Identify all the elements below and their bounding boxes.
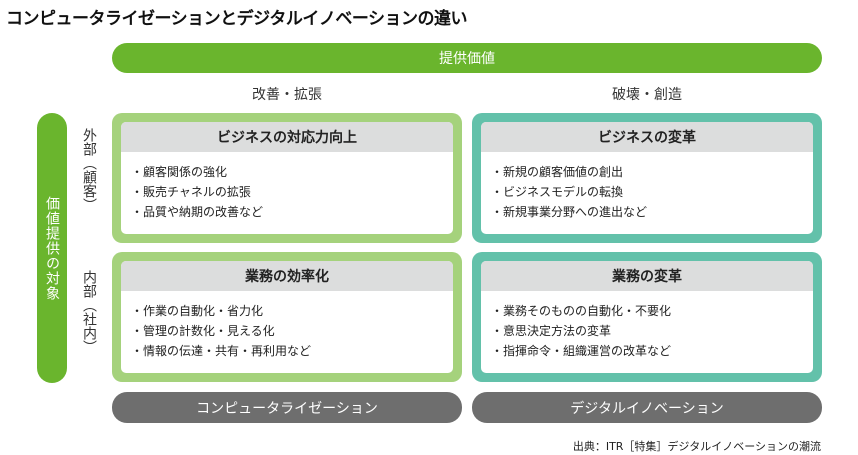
quadrant-items: ・作業の自動化・省力化 ・管理の計数化・見える化 ・情報の伝達・共有・再利用など <box>121 291 453 361</box>
quadrant-heading: 業務の変革 <box>481 261 813 291</box>
list-item: ・新規の顧客価値の創出 <box>491 165 624 179</box>
quadrant-items: ・業務そのものの自動化・不要化 ・意思決定方法の変革 ・指揮命令・組織運営の改革… <box>481 291 813 361</box>
column-label-disrupt: 破壊・創造 <box>612 87 682 103</box>
digital-innovation-bar: デジタルイノベーション <box>472 392 822 423</box>
quadrant-business-responsiveness: ビジネスの対応力向上 ・顧客関係の強化 ・販売チャネルの拡張 ・品質や納期の改善… <box>112 113 462 243</box>
quadrant-items: ・顧客関係の強化 ・販売チャネルの拡張 ・品質や納期の改善など <box>121 152 453 222</box>
provided-value-label: 提供価値 <box>439 51 495 67</box>
quadrant-items: ・新規の顧客価値の創出 ・ビジネスモデルの転換 ・新規事業分野への進出など <box>481 152 813 222</box>
column-label-improve: 改善・拡張 <box>252 87 322 103</box>
provided-value-bar: 提供価値 <box>112 43 822 73</box>
list-item: ・指揮命令・組織運営の改革など <box>491 344 672 358</box>
computerization-label: コンピュータライゼーション <box>196 400 378 417</box>
quadrant-business-transformation: ビジネスの変革 ・新規の顧客価値の創出 ・ビジネスモデルの転換 ・新規事業分野へ… <box>472 113 822 243</box>
list-item: ・意思決定方法の変革 <box>491 324 612 338</box>
list-item: ・ビジネスモデルの転換 <box>491 185 624 199</box>
quadrant-operational-transformation: 業務の変革 ・業務そのものの自動化・不要化 ・意思決定方法の変革 ・指揮命令・組… <box>472 252 822 382</box>
list-item: ・作業の自動化・省力化 <box>131 304 264 318</box>
list-item: ・販売チャネルの拡張 <box>131 185 251 199</box>
source-citation: 出典：ITR［特集］デジタルイノベーションの潮流 <box>572 440 821 453</box>
quadrant-heading: ビジネスの対応力向上 <box>121 122 453 152</box>
quadrant-heading: 業務の効率化 <box>121 261 453 291</box>
list-item: ・品質や納期の改善など <box>131 205 264 219</box>
value-target-bar: 価値提供の対象 <box>37 113 67 383</box>
list-item: ・業務そのものの自動化・不要化 <box>491 304 672 318</box>
list-item: ・新規事業分野への進出など <box>491 205 648 219</box>
quadrant-operational-efficiency: 業務の効率化 ・作業の自動化・省力化 ・管理の計数化・見える化 ・情報の伝達・共… <box>112 252 462 382</box>
computerization-bar: コンピュータライゼーション <box>112 392 462 423</box>
row-label-internal: 内部（社内） <box>81 270 97 354</box>
diagram-title: コンピュータライゼーションとデジタルイノベーションの違い <box>6 9 467 29</box>
list-item: ・情報の伝達・共有・再利用など <box>131 344 312 358</box>
digital-innovation-label: デジタルイノベーション <box>570 400 724 417</box>
row-label-external: 外部（顧客） <box>81 128 97 212</box>
list-item: ・顧客関係の強化 <box>131 165 228 179</box>
quadrant-heading: ビジネスの変革 <box>481 122 813 152</box>
value-target-label: 価値提供の対象 <box>44 195 60 301</box>
list-item: ・管理の計数化・見える化 <box>131 324 275 338</box>
